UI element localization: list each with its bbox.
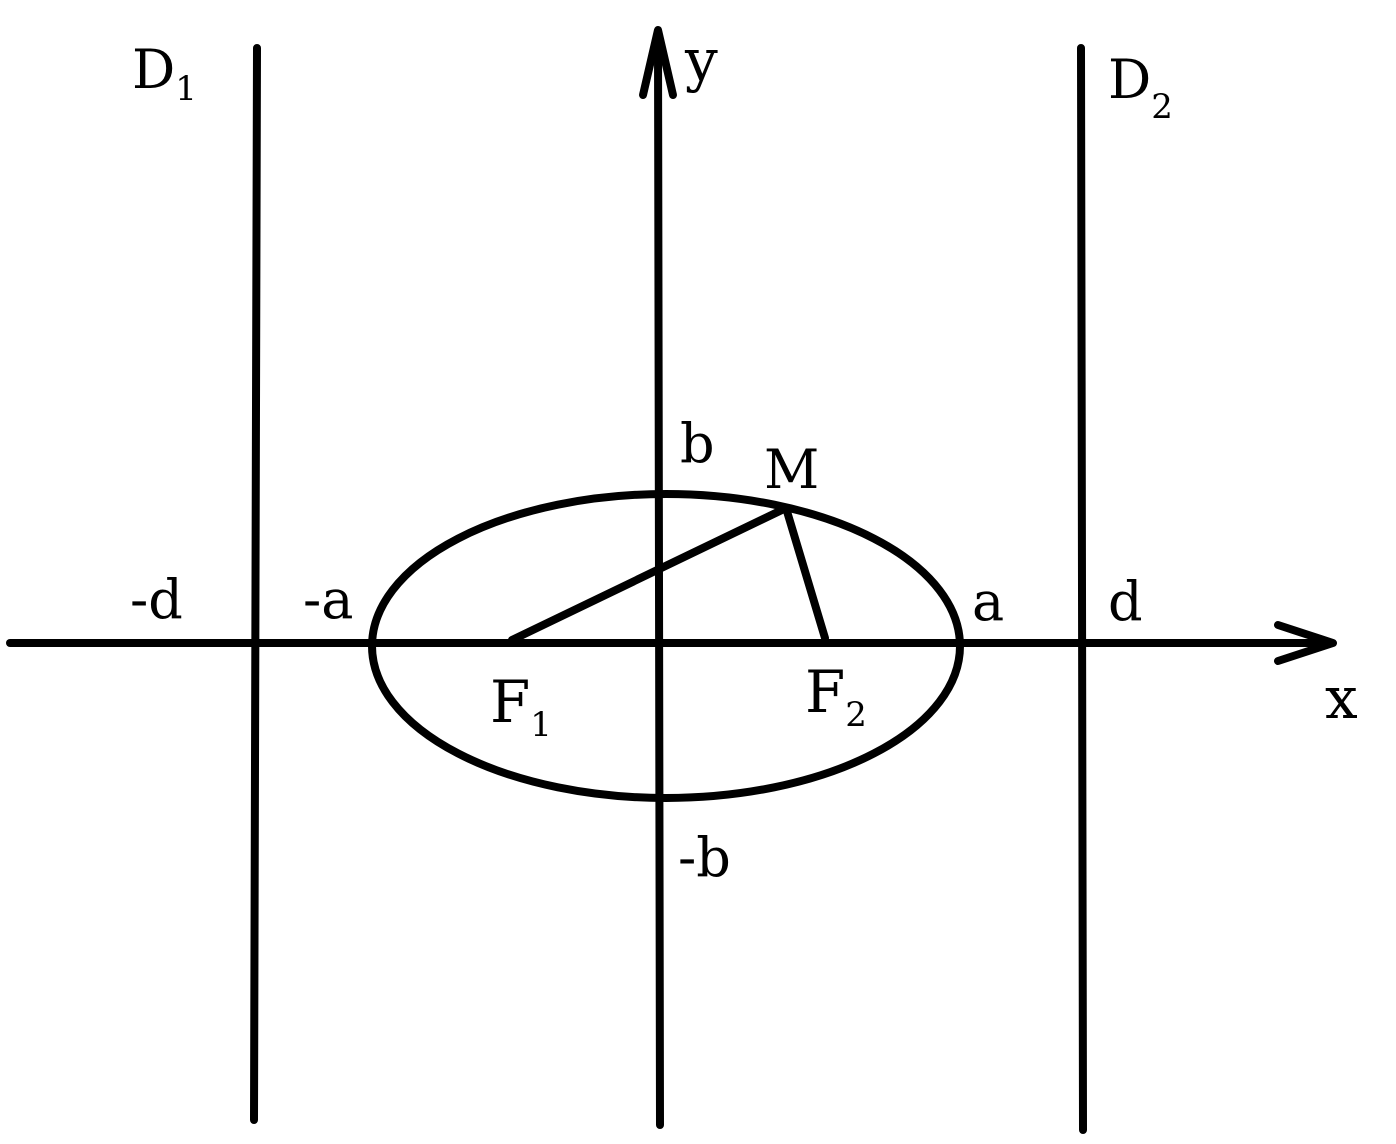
y-axis <box>654 36 664 1129</box>
segment-f1-m <box>508 504 790 644</box>
directrix-d1-label: D1 <box>132 38 197 109</box>
x-axis-label: x <box>1325 664 1358 732</box>
tick-label-pos-b: b <box>680 412 715 475</box>
tick-label-neg-d: -d <box>130 568 183 631</box>
segment-m-f2 <box>782 504 829 642</box>
x-axis-arrowhead <box>1274 621 1337 665</box>
tick-label-neg-b: -b <box>678 826 731 889</box>
directrix-d2 <box>1077 44 1087 1134</box>
tick-label-neg-a: -a <box>303 568 353 631</box>
focus-f1-label: F1 <box>490 668 552 745</box>
directrix-d2-label: D2 <box>1108 48 1173 127</box>
directrix-d1 <box>250 44 261 1124</box>
y-axis-label: y <box>684 26 718 94</box>
tick-label-pos-a: a <box>972 570 1004 633</box>
y-axis-arrowhead <box>639 26 677 99</box>
point-m-label: M <box>764 438 819 501</box>
tick-label-pos-d: d <box>1108 570 1143 633</box>
ellipse-curve <box>368 490 964 802</box>
focus-f2-label: F2 <box>805 658 867 735</box>
